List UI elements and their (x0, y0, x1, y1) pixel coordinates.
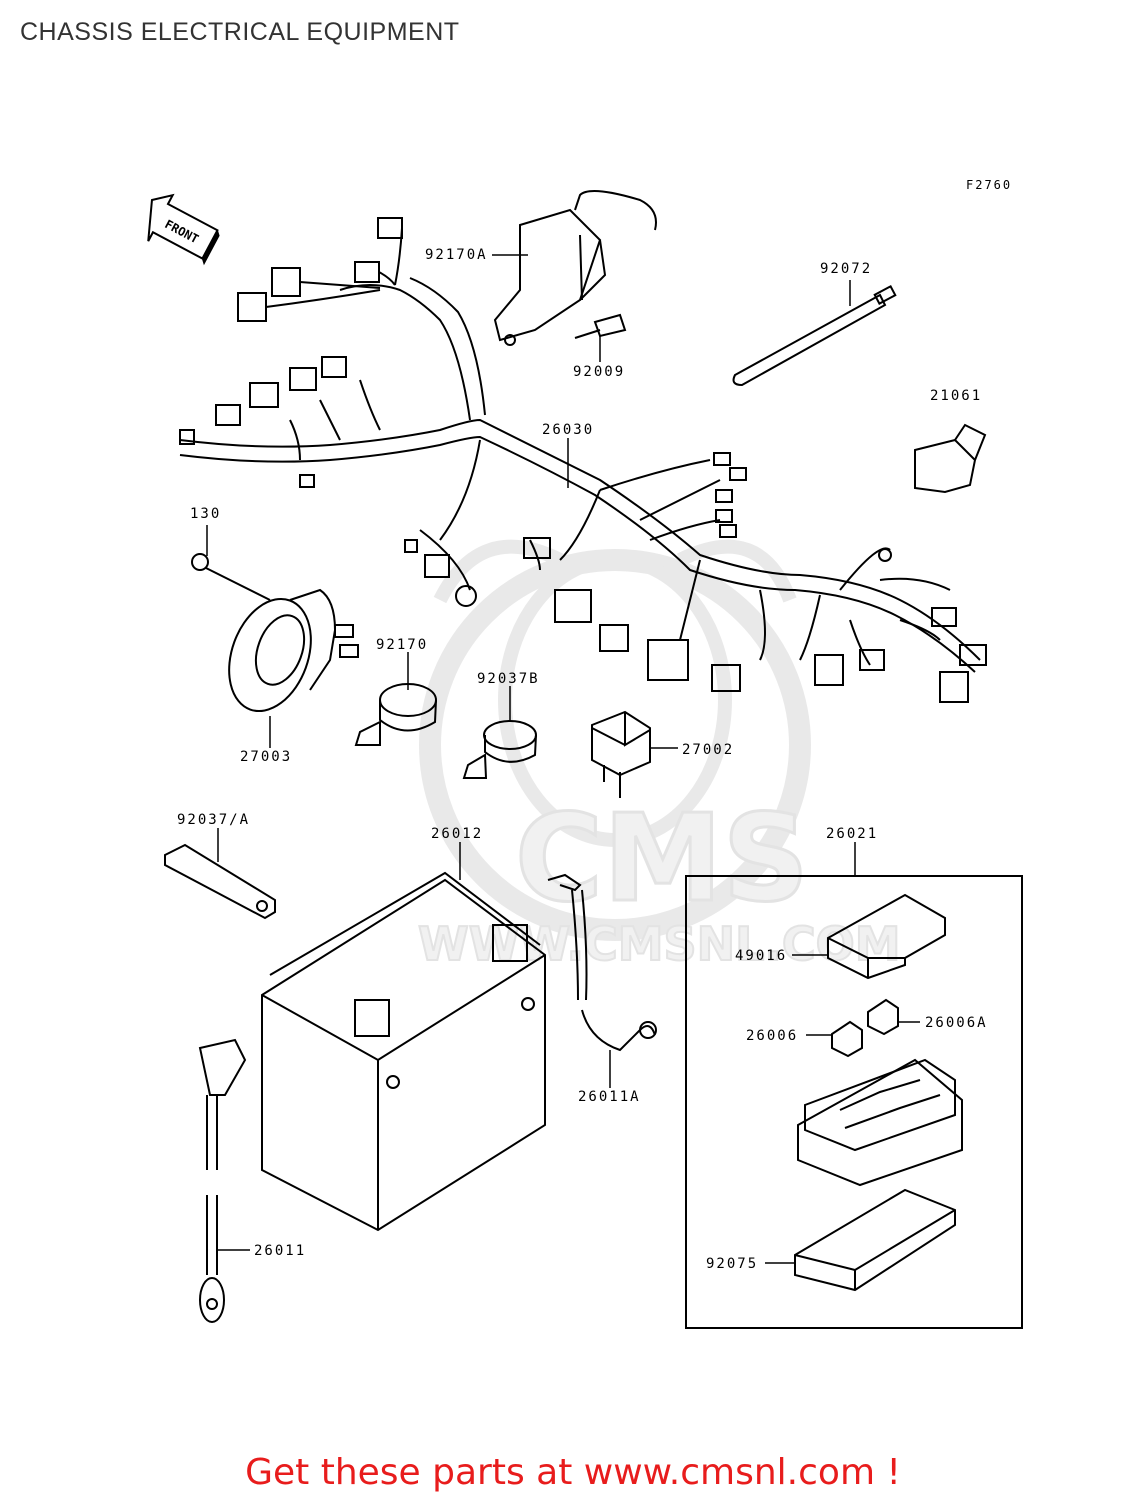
part-label-92170A[interactable]: 92170A (425, 247, 488, 263)
part-label-49016[interactable]: 49016 (735, 948, 788, 964)
relay-27002-shape (591, 710, 651, 798)
part-label-26011[interactable]: 26011 (254, 1243, 307, 1259)
figure-code: F2760 (966, 178, 1013, 192)
part-label-92075[interactable]: 92075 (706, 1256, 759, 1272)
bracket-92170A-shape (493, 190, 657, 346)
bolt-130-shape (191, 553, 271, 601)
front-arrow-icon: FRONT (147, 193, 220, 266)
fuse-26006-shape (831, 1020, 863, 1058)
part-label-27003[interactable]: 27003 (240, 749, 293, 765)
part-label-26006[interactable]: 26006 (746, 1028, 799, 1044)
footer-link[interactable]: Get these parts at www.cmsnl.com ! (245, 1452, 901, 1493)
watermark-brand: CMS (515, 790, 809, 929)
horn-27003-shape (228, 588, 359, 713)
bolt-92009-shape (574, 313, 627, 339)
fuse-box-group-frame (685, 875, 1023, 1329)
part-label-92009[interactable]: 92009 (573, 364, 626, 380)
part-label-27002[interactable]: 27002 (682, 742, 735, 758)
part-label-130[interactable]: 130 (190, 506, 222, 522)
part-label-26021[interactable]: 26021 (826, 826, 879, 842)
connectors-upper-left (179, 217, 403, 488)
plate-92037A-shape (164, 843, 276, 920)
leader-lines (206, 254, 920, 1264)
fuse-box-shape (797, 1058, 963, 1187)
cable-26011A-shape (547, 873, 657, 1052)
page-title: CHASSIS ELECTRICAL EQUIPMENT (20, 18, 460, 46)
part-label-26012[interactable]: 26012 (431, 826, 484, 842)
fuse-cover-49016-shape (827, 893, 946, 980)
fuse-26006A-shape (867, 998, 899, 1036)
strap-92072-shape (732, 285, 897, 387)
relay-21061-shape (914, 423, 987, 494)
part-label-26011A[interactable]: 26011A (578, 1089, 641, 1105)
part-label-92037B[interactable]: 92037B (477, 671, 540, 687)
part-label-92037A[interactable]: 92037/A (177, 812, 251, 828)
part-label-92170[interactable]: 92170 (376, 637, 429, 653)
connectors-right (404, 452, 987, 703)
watermark-logo: CMS WWW.CMSNL.COM (417, 539, 902, 972)
part-label-26006A[interactable]: 26006A (925, 1015, 988, 1031)
part-label-92072[interactable]: 92072 (820, 261, 873, 277)
fuse-tray-92075-shape (794, 1188, 956, 1292)
part-label-21061[interactable]: 21061 (930, 388, 983, 404)
cable-26011-shape (198, 1038, 247, 1323)
battery-26012-shape (261, 871, 546, 1232)
part-label-26030[interactable]: 26030 (542, 422, 595, 438)
